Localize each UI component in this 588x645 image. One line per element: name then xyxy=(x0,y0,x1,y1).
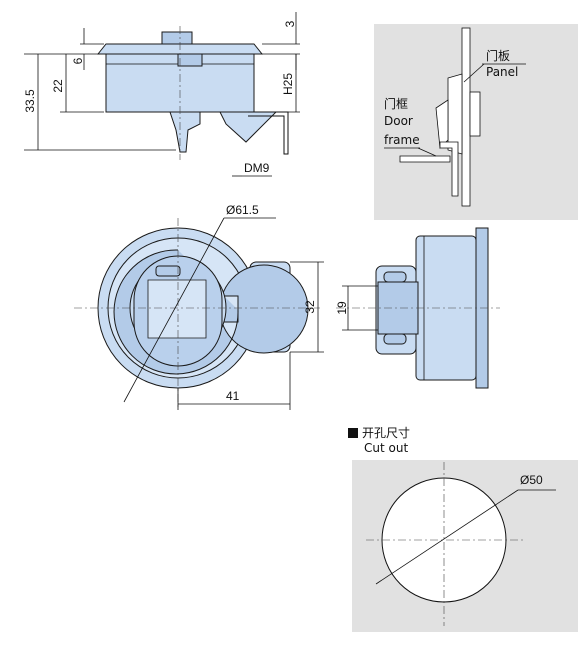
panel-label-cn: 门板 xyxy=(486,48,510,63)
frame-label-en: frame xyxy=(384,133,420,147)
cutout-label-cn: 开孔尺寸 xyxy=(362,426,410,440)
dim-41: 41 xyxy=(226,389,240,403)
dim-32: 32 xyxy=(303,300,317,314)
door-label-en: Door xyxy=(384,114,413,128)
dim-cutout-50: Ø50 xyxy=(520,473,543,487)
dim-33-5: 33.5 xyxy=(23,89,37,113)
dim-22: 22 xyxy=(51,79,65,93)
door-label-cn: 门框 xyxy=(384,96,408,111)
side-view-top xyxy=(24,12,300,177)
dim-19: 19 xyxy=(335,301,349,315)
dim-6: 6 xyxy=(71,57,85,64)
dim-diameter-61-5: Ø61.5 xyxy=(226,203,259,217)
dim-dm9: DM9 xyxy=(244,161,270,175)
front-view xyxy=(74,217,324,410)
panel-label-en: Panel xyxy=(486,65,518,79)
dim-h25: H25 xyxy=(281,73,295,95)
side-view-right xyxy=(336,227,500,389)
dim-3: 3 xyxy=(283,20,297,27)
cutout-label-en: Cut out xyxy=(364,441,408,455)
cutout-view xyxy=(348,428,578,632)
installation-view xyxy=(374,24,578,220)
